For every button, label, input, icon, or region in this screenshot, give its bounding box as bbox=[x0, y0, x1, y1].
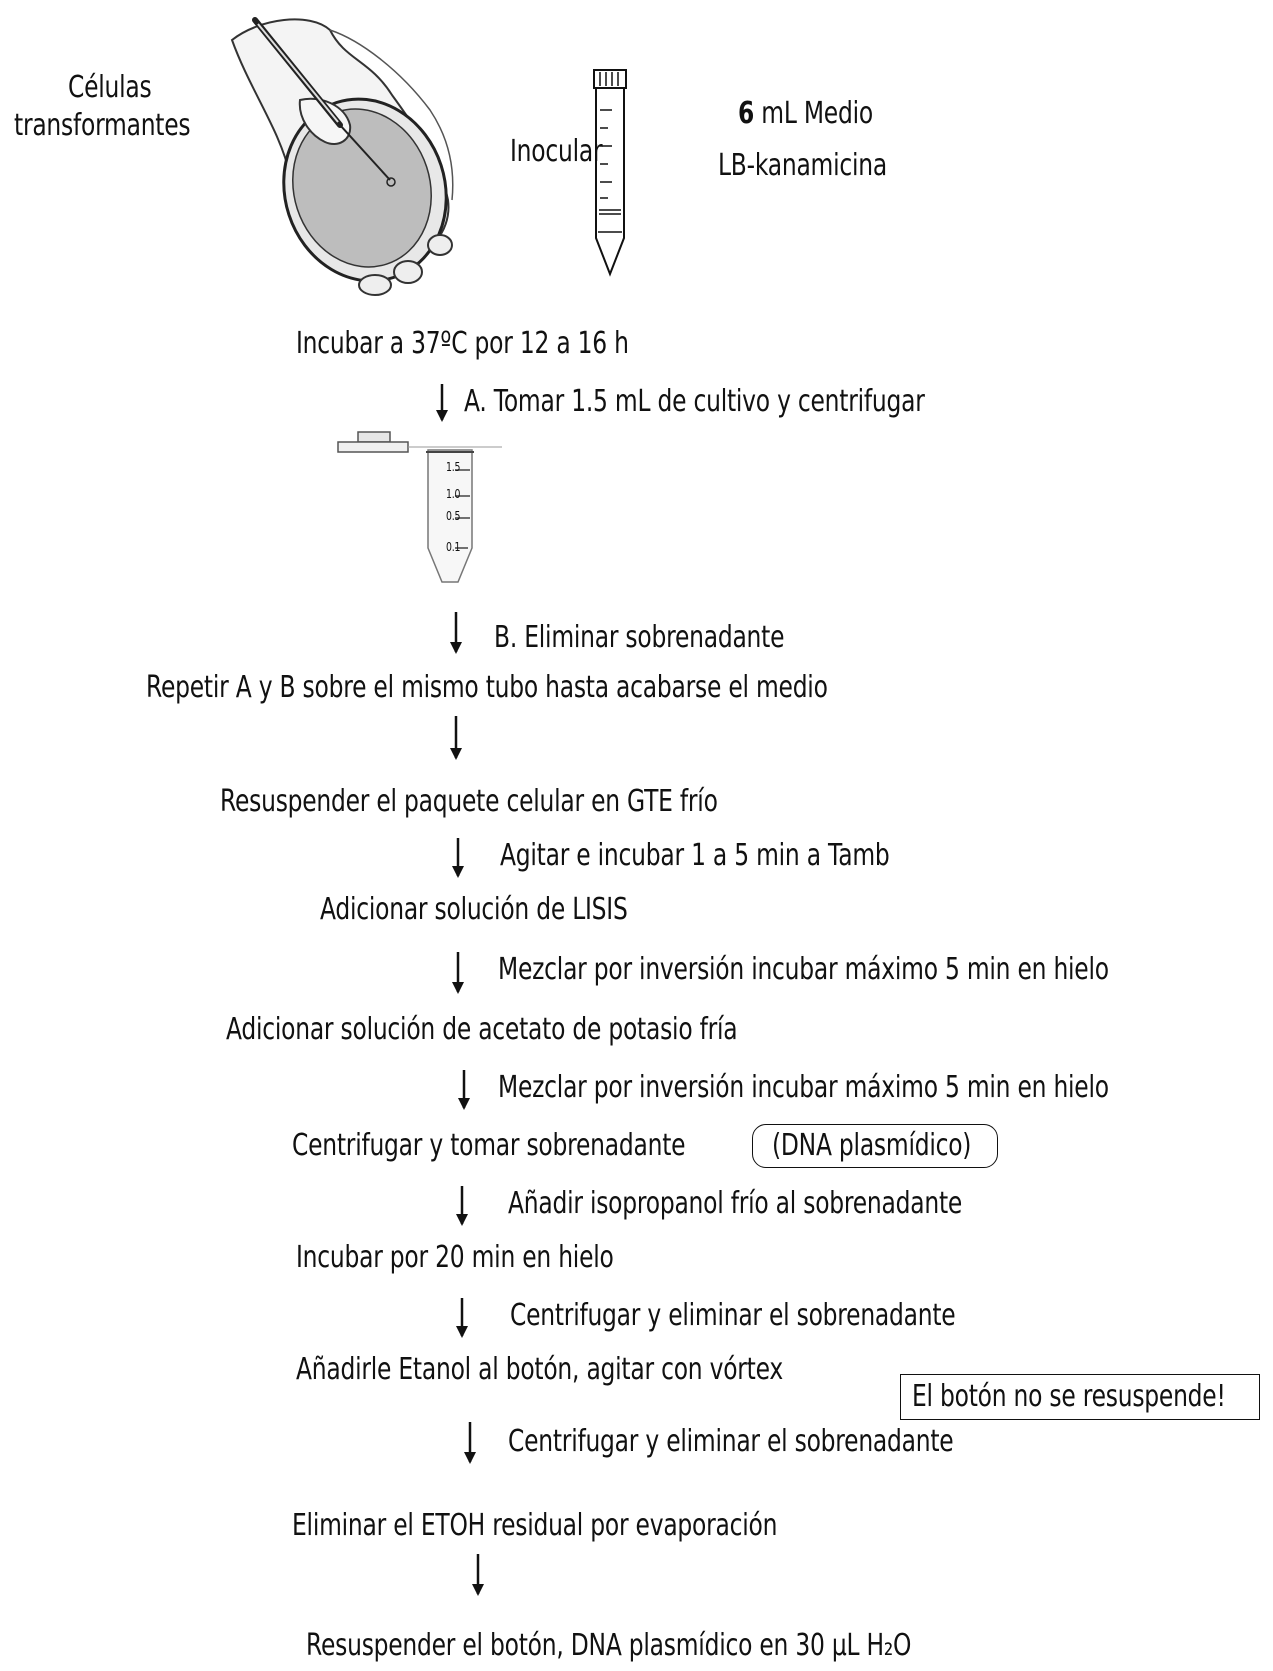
arrow-down-icon bbox=[464, 1422, 476, 1464]
cells-label-line1: Células bbox=[68, 70, 152, 105]
step-evaporate-etoh: Eliminar el ETOH residual por evaporació… bbox=[292, 1508, 778, 1543]
arrow-down-icon bbox=[456, 1298, 468, 1338]
step-repeat-ab: Repetir A y B sobre el mismo tubo hasta … bbox=[146, 670, 828, 705]
medium-quantity: 6 bbox=[738, 96, 755, 131]
inoculate-label: Inocular bbox=[510, 134, 603, 169]
cells-label-line2: transformantes bbox=[14, 108, 191, 143]
arrow-down-icon bbox=[450, 612, 462, 654]
medium-label-line1: 6 mL Medio bbox=[738, 96, 873, 132]
step-take-culture: A. Tomar 1.5 mL de cultivo y centrifugar bbox=[464, 384, 925, 419]
step-resuspend-pellet-water: Resuspender el botón, DNA plasmídico en … bbox=[306, 1628, 912, 1663]
plasmid-dna-note-box bbox=[752, 1124, 998, 1168]
step-centrifuge-take-supernatant: Centrifugar y tomar sobrenadante bbox=[292, 1128, 686, 1163]
arrow-down-icon bbox=[436, 384, 448, 422]
eppendorf-mark: 1.0 bbox=[446, 487, 461, 501]
pellet-warning-box bbox=[900, 1374, 1260, 1420]
eppendorf-mark: 0.1 bbox=[446, 540, 461, 554]
pellet-warning-note: El botón no se resuspende! bbox=[912, 1379, 1226, 1414]
step-mix-inversion-2: Mezclar por inversión incubar máximo 5 m… bbox=[498, 1070, 1109, 1105]
arrow-down-icon bbox=[458, 1070, 470, 1110]
eppendorf-mark: 1.5 bbox=[446, 460, 461, 474]
step-incubate-37: Incubar a 37ºC por 12 a 16 h bbox=[296, 326, 629, 361]
step-add-isopropanol: Añadir isopropanol frío al sobrenadante bbox=[508, 1186, 963, 1221]
eppendorf-mark: 0.5 bbox=[446, 509, 461, 523]
step-centrifuge-remove-2: Centrifugar y eliminar el sobrenadante bbox=[508, 1424, 954, 1459]
plasmid-dna-note: (DNA plasmídico) bbox=[772, 1128, 972, 1163]
step-add-lysis: Adicionar solución de LISIS bbox=[320, 892, 628, 927]
step-add-ethanol: Añadirle Etanol al botón, agitar con vór… bbox=[296, 1352, 783, 1387]
arrow-down-icon bbox=[456, 1186, 468, 1226]
step-mix-inversion-1: Mezclar por inversión incubar máximo 5 m… bbox=[498, 952, 1109, 987]
step-resuspend-gte: Resuspender el paquete celular en GTE fr… bbox=[220, 784, 718, 819]
medium-unit: mL Medio bbox=[761, 96, 873, 131]
arrow-down-icon bbox=[452, 838, 464, 878]
medium-label-line2: LB-kanamicina bbox=[718, 148, 887, 183]
step-remove-supernatant: B. Eliminar sobrenadante bbox=[494, 620, 785, 655]
step-shake-incubate: Agitar e incubar 1 a 5 min a Tamb bbox=[500, 838, 890, 873]
arrow-down-icon bbox=[452, 952, 464, 994]
step-add-potassium-acetate: Adicionar solución de acetato de potasio… bbox=[226, 1012, 738, 1047]
arrow-down-icon bbox=[472, 1554, 484, 1596]
arrow-down-icon bbox=[450, 716, 462, 760]
step-incubate-20min: Incubar por 20 min en hielo bbox=[296, 1240, 614, 1275]
step-centrifuge-remove-1: Centrifugar y eliminar el sobrenadante bbox=[510, 1298, 956, 1333]
